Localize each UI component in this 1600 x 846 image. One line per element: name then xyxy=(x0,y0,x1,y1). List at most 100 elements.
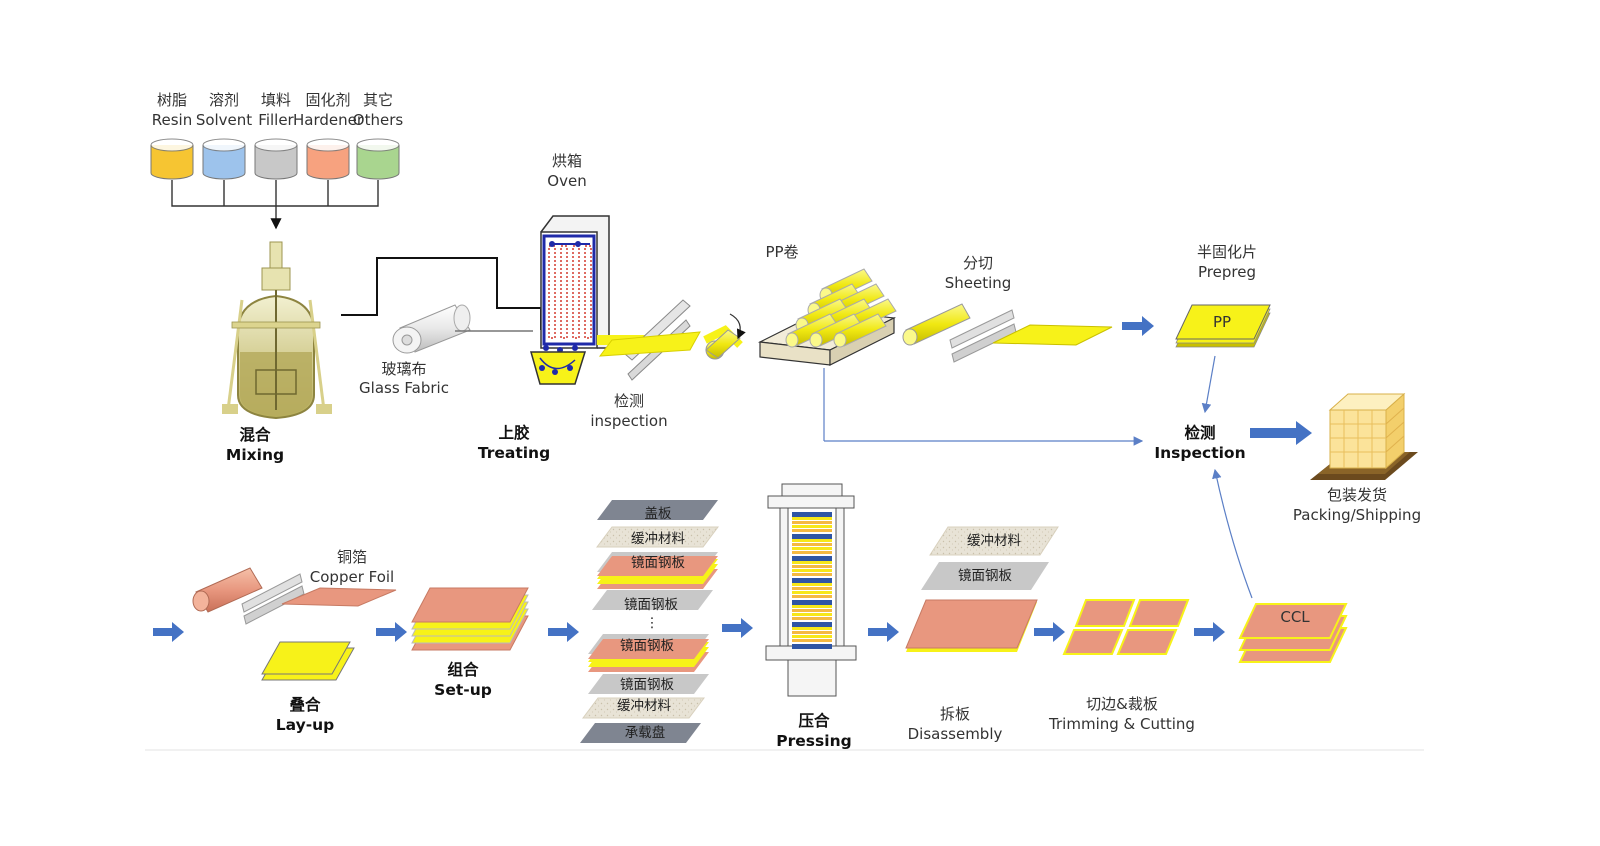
ccl-stack xyxy=(1238,603,1348,663)
press-laminate-layer xyxy=(792,543,832,546)
press-laminate-layer xyxy=(792,561,832,564)
inspection-station xyxy=(598,299,746,381)
disassembly-mirror-label: 镜面钢板 xyxy=(958,568,1012,584)
glass-fabric-label-zh: 玻璃布 xyxy=(381,360,426,378)
sheeting-label-zh: 分切 xyxy=(963,254,993,272)
arrow-to-disassembly xyxy=(868,622,899,642)
pp-rolls xyxy=(757,268,897,366)
mixing-label-en: Mixing xyxy=(226,446,284,464)
packing-label-zh: 包装发货 xyxy=(1327,486,1387,504)
material-label-zh: 溶剂 xyxy=(209,91,239,109)
material-label-en: Others xyxy=(353,111,404,129)
inspection-label-en: Inspection xyxy=(1154,444,1245,462)
disassembly-label-en: Disassembly xyxy=(908,725,1003,743)
sheeting-machine xyxy=(902,303,1113,363)
glass-fabric-roll xyxy=(392,304,533,354)
material-label-zh: 树脂 xyxy=(157,91,187,109)
setup-label-zh: 组合 xyxy=(447,660,479,679)
arrow-to-press xyxy=(722,618,753,638)
press-platen xyxy=(792,644,832,649)
arrow-to-ccl xyxy=(1194,622,1225,642)
inspection-small-label-zh: 检测 xyxy=(614,392,644,410)
hydraulic-press xyxy=(765,483,857,697)
press-laminate-layer xyxy=(792,605,832,608)
packing-pallet xyxy=(1310,392,1418,480)
material-label-en: Filler xyxy=(258,111,294,129)
arrow-to-stack xyxy=(548,622,579,642)
press-platen xyxy=(792,622,832,627)
stack-buffer-top-label: 缓冲材料 xyxy=(631,531,685,547)
material-can-hardener xyxy=(306,138,350,180)
press-laminate-layer xyxy=(792,539,832,542)
press-laminate-layer xyxy=(792,525,832,528)
material-can-solvent xyxy=(202,138,246,180)
inspection-small-label-en: inspection xyxy=(590,412,667,430)
material-label-en: Hardener xyxy=(293,111,364,129)
press-laminate-layer xyxy=(792,639,832,642)
ccl-label: CCL xyxy=(1280,608,1310,626)
press-platen xyxy=(792,512,832,517)
packing-label-en: Packing/Shipping xyxy=(1293,506,1421,524)
oven-label-zh: 烘箱 xyxy=(552,152,582,170)
layup-sheets xyxy=(261,641,355,681)
press-laminate-layer xyxy=(792,613,832,616)
oven-label-en: Oven xyxy=(547,172,586,190)
press-book-stack xyxy=(580,500,719,743)
pp-roll xyxy=(785,313,839,348)
arrow-to-setup xyxy=(376,622,407,642)
ccl-to-inspection-arrow xyxy=(1212,468,1253,599)
stack-mirror-1-label: 镜面钢板 xyxy=(631,555,685,571)
pp-roll xyxy=(809,313,863,348)
material-label-zh: 固化剂 xyxy=(305,91,350,109)
pp-roll xyxy=(833,313,887,348)
pressing-label-zh: 压合 xyxy=(798,711,830,730)
prepreg-tag: PP xyxy=(1213,313,1231,331)
prepreg-to-inspection-arrow xyxy=(1201,355,1216,414)
press-laminate-layer xyxy=(792,635,832,638)
material-can-others xyxy=(356,138,400,180)
press-platen xyxy=(792,534,832,539)
material-can-resin xyxy=(150,138,194,180)
setup-stack xyxy=(411,587,529,651)
press-laminate-layer xyxy=(792,569,832,572)
trimming-label-en: Trimming & Cutting xyxy=(1048,715,1195,733)
glass-fabric-label-en: Glass Fabric xyxy=(359,379,449,397)
press-laminate-layer xyxy=(792,521,832,524)
stack-buffer-bottom-label: 缓冲材料 xyxy=(617,698,671,714)
pp-roll-label: PP卷 xyxy=(765,243,798,261)
disassembly-buffer-label: 缓冲材料 xyxy=(967,533,1021,549)
prepreg-label-en: Prepreg xyxy=(1198,263,1256,281)
copper-foil-label-en: Copper Foil xyxy=(310,568,394,586)
pressing-label-en: Pressing xyxy=(776,732,851,750)
mixing-tank xyxy=(222,241,332,420)
trimmed-panels xyxy=(1062,599,1190,655)
material-label-en: Solvent xyxy=(196,111,252,129)
materials-connector xyxy=(171,180,379,230)
press-laminate-layer xyxy=(792,547,832,550)
layup-label-en: Lay-up xyxy=(276,716,335,734)
press-laminate-layer xyxy=(792,529,832,532)
arrow-to-packing xyxy=(1250,421,1312,445)
material-label-zh: 其它 xyxy=(363,91,393,109)
press-laminate-layer xyxy=(792,617,832,620)
press-laminate-layer xyxy=(792,627,832,630)
materials-group: 树脂Resin溶剂Solvent填料Filler固化剂Hardener其它Oth… xyxy=(150,91,404,180)
press-laminate-layer xyxy=(792,551,832,554)
material-label-zh: 填料 xyxy=(261,91,291,109)
press-platen xyxy=(792,556,832,561)
sheeting-label-en: Sheeting xyxy=(945,274,1012,292)
treating-label-en: Treating xyxy=(478,444,550,462)
inspection-label-zh: 检测 xyxy=(1184,423,1215,442)
press-laminate-layer xyxy=(792,587,832,590)
press-laminate-layer xyxy=(792,631,832,634)
press-laminate-layer xyxy=(792,609,832,612)
oven xyxy=(530,215,680,385)
trimming-label-zh: 切边&裁板 xyxy=(1086,695,1158,713)
setup-label-en: Set-up xyxy=(434,681,492,699)
stack-mirror-3-label: 镜面钢板 xyxy=(620,638,674,654)
treating-label-zh: 上胶 xyxy=(498,423,530,442)
press-laminate-layer xyxy=(792,591,832,594)
stack-mirror-2-label: 镜面钢板 xyxy=(624,597,678,613)
arrow-start xyxy=(153,622,184,642)
